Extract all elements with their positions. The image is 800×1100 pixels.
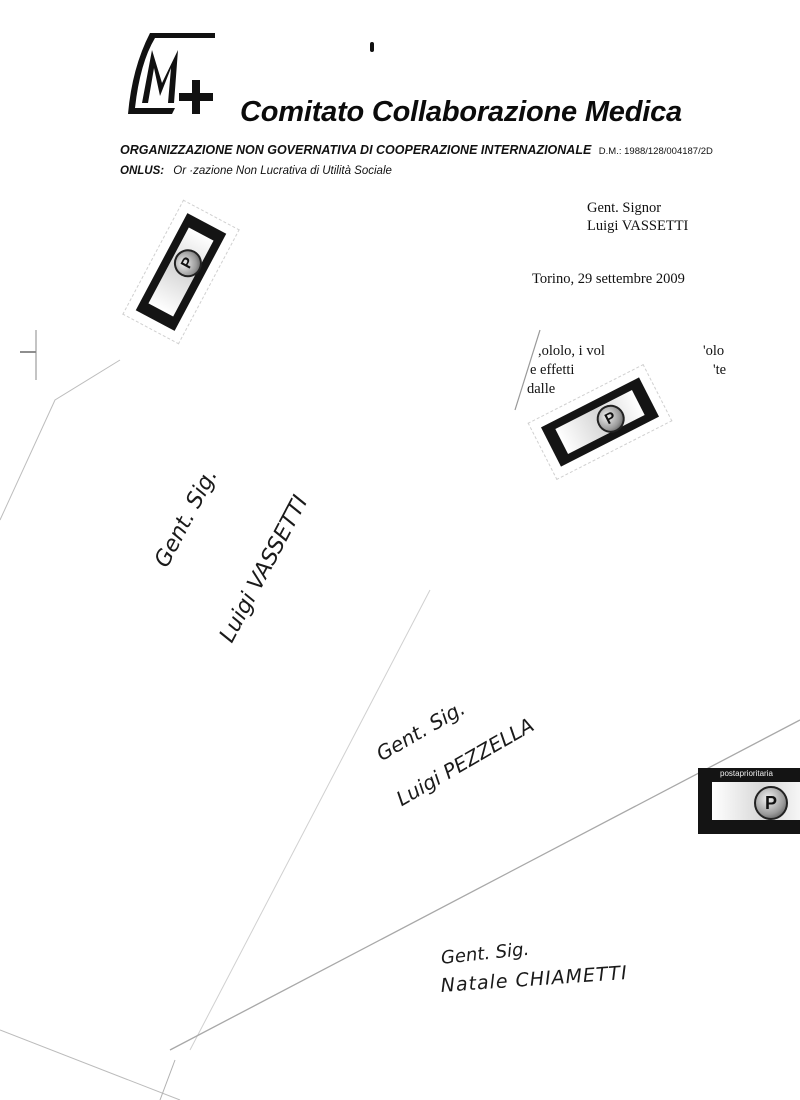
- envelope-edge: [189, 589, 431, 1051]
- envelope-edge: [159, 1059, 176, 1100]
- ong-line: ORGANIZZAZIONE NON GOVERNATIVA DI COOPER…: [120, 143, 713, 157]
- onlus-line: ONLUS: Or ·zazione Non Lucrativa di Util…: [120, 165, 392, 177]
- envelope-edge: [0, 359, 121, 521]
- dm-number: D.M.: 1988/128/004187/2D: [598, 146, 713, 157]
- stamp-label: postaprioritaria: [720, 769, 773, 778]
- onlus-text: Or ·zazione Non Lucrativa di Utilità Soc…: [173, 165, 392, 177]
- ink-mark: [370, 42, 374, 52]
- envelope-edge: [0, 1029, 181, 1100]
- ong-text: ORGANIZZAZIONE NON GOVERNATIVA DI COOPER…: [120, 143, 592, 157]
- org-name: Comitato Collaborazione Medica: [240, 96, 682, 128]
- priority-p-icon: P: [591, 399, 630, 438]
- body-fragment: ,ololo, i vol: [538, 343, 605, 359]
- recipient-line2: Luigi VASSETTI: [587, 218, 689, 234]
- ccm-logo-icon: [128, 33, 215, 114]
- envelope-edge: [514, 329, 541, 411]
- recipient-line1: Gent. Signor: [587, 200, 662, 216]
- postage-stamp: postaprioritaria P: [690, 760, 800, 840]
- priority-p-icon: P: [754, 786, 788, 820]
- body-fragment: 'olo: [703, 343, 725, 359]
- dateline: Torino, 29 settembre 2009: [532, 271, 685, 287]
- envelope-edge: [169, 719, 800, 1051]
- body-fragment: 'te: [713, 362, 727, 378]
- body-fragment: dalle: [527, 381, 556, 397]
- body-fragment: e effetti: [530, 362, 575, 378]
- priority-p-icon: P: [168, 244, 207, 283]
- recipient-block: Gent. Signor Luigi VASSETTI: [587, 199, 688, 235]
- onlus-label: ONLUS:: [120, 165, 165, 177]
